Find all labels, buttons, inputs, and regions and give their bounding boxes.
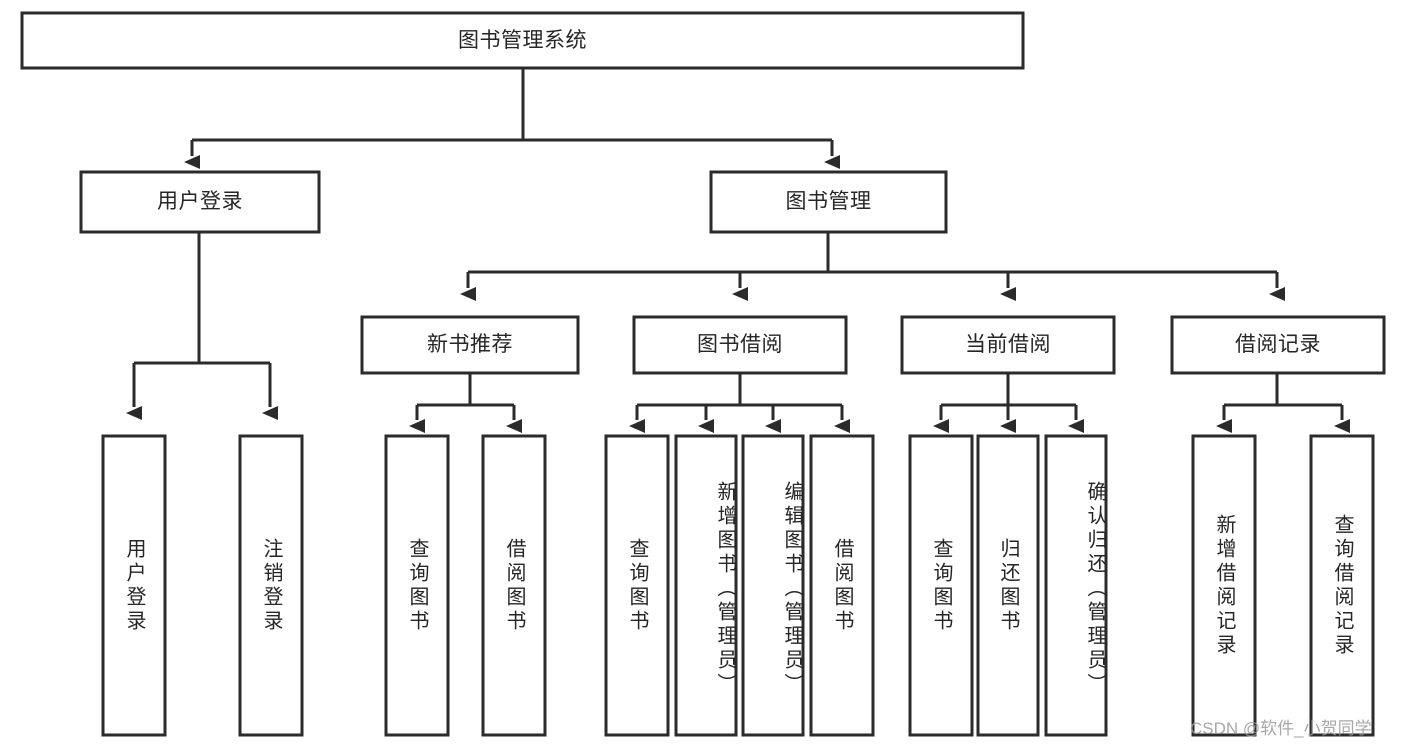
leaf-box-currentborrow-1[interactable] — [976, 434, 1040, 737]
connector-root-to-level2 — [184, 68, 840, 169]
node-root-system[interactable] — [20, 11, 1025, 70]
connector-borrowbook-to-leaves — [629, 373, 850, 433]
leaf-box-borrowrecord-0[interactable] — [1191, 434, 1257, 737]
leaf-box-bookborrow-2[interactable] — [741, 434, 805, 737]
leaf-box-currentborrow-0[interactable] — [908, 434, 974, 737]
node-book-management[interactable] — [709, 170, 948, 234]
connector-newbook-to-leaves — [409, 373, 522, 433]
connector-bookmgmt-to-level3 — [460, 232, 1285, 301]
connector-borrowrecord-to-leaves — [1216, 373, 1350, 433]
connector-userlogin-to-leaves — [126, 232, 278, 420]
leaf-box-bookborrow-1[interactable] — [674, 434, 738, 737]
csdn-watermark: CSDN @软件_小贺同学 — [1190, 719, 1372, 738]
node-current-borrow[interactable] — [900, 315, 1116, 375]
leaf-box-user-login-1[interactable] — [238, 434, 304, 737]
node-book-borrow[interactable] — [632, 315, 848, 375]
leaf-box-newbook-1[interactable] — [481, 434, 547, 737]
leaf-box-user-login-0[interactable] — [101, 434, 167, 737]
connector-currentborrow-to-leaves — [933, 373, 1084, 433]
leaf-box-currentborrow-2[interactable] — [1044, 434, 1108, 737]
node-new-book-recommend[interactable] — [360, 315, 580, 375]
leaf-box-bookborrow-3[interactable] — [809, 434, 875, 737]
node-user-login[interactable] — [79, 170, 321, 234]
node-borrow-record[interactable] — [1170, 315, 1386, 375]
leaf-box-bookborrow-0[interactable] — [604, 434, 670, 737]
leaf-box-borrowrecord-1[interactable] — [1309, 434, 1375, 737]
leaf-box-newbook-0[interactable] — [384, 434, 450, 737]
